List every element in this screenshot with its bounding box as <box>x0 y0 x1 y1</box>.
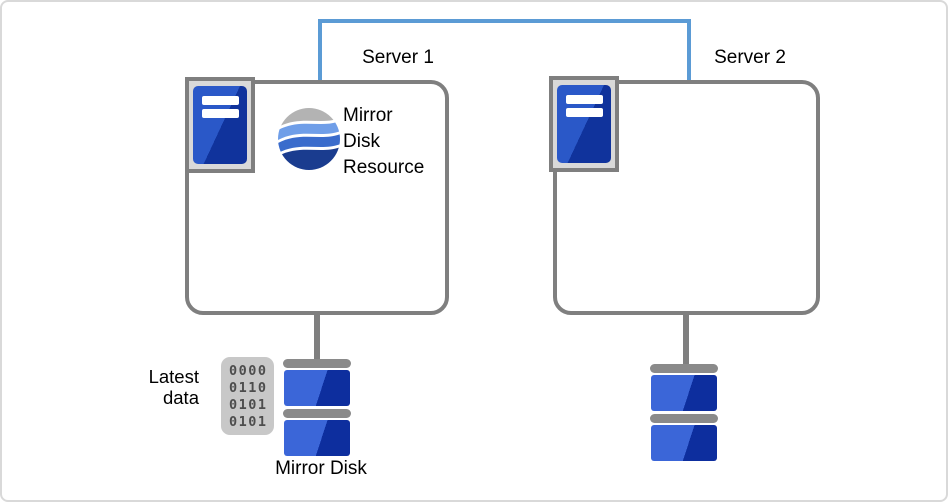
binary-row: 0000 <box>228 363 268 379</box>
drive-slot <box>201 109 239 118</box>
disk-platter <box>284 420 350 456</box>
server-tower-icon <box>193 86 247 164</box>
binary-row: 0101 <box>228 397 268 413</box>
server2-label: Server 2 <box>714 47 786 68</box>
mirror-disk-icon-server2 <box>650 364 718 461</box>
server1-label: Server 1 <box>362 47 434 68</box>
disk-platter <box>651 375 717 411</box>
mirror-disk-resource-label: Mirror Disk Resource <box>343 105 425 178</box>
network-link-line <box>318 19 691 80</box>
drive-slot <box>565 95 603 104</box>
binary-data-icon: 0000 0110 0101 0101 <box>221 357 274 435</box>
mirror-disk-label: Mirror Disk <box>275 458 367 479</box>
disk-cap <box>650 364 718 373</box>
mirror-disk-icon-server1 <box>283 359 351 456</box>
disk-platter <box>284 370 350 406</box>
server1-icon <box>185 77 255 173</box>
binary-row: 0110 <box>228 380 268 396</box>
binary-row: 0101 <box>228 414 268 430</box>
latest-data-label: Latest data <box>148 366 199 408</box>
disk-connector-line <box>683 314 689 367</box>
drive-slot <box>201 96 239 105</box>
server-tower-icon <box>557 85 611 163</box>
disk-connector-line <box>314 314 320 362</box>
server2-icon <box>549 76 619 172</box>
disk-cap <box>283 409 351 418</box>
disk-cap <box>283 359 351 368</box>
mirror-disk-resource-icon <box>278 108 340 170</box>
disk-platter <box>651 425 717 461</box>
disk-cap <box>650 414 718 423</box>
drive-slot <box>565 108 603 117</box>
